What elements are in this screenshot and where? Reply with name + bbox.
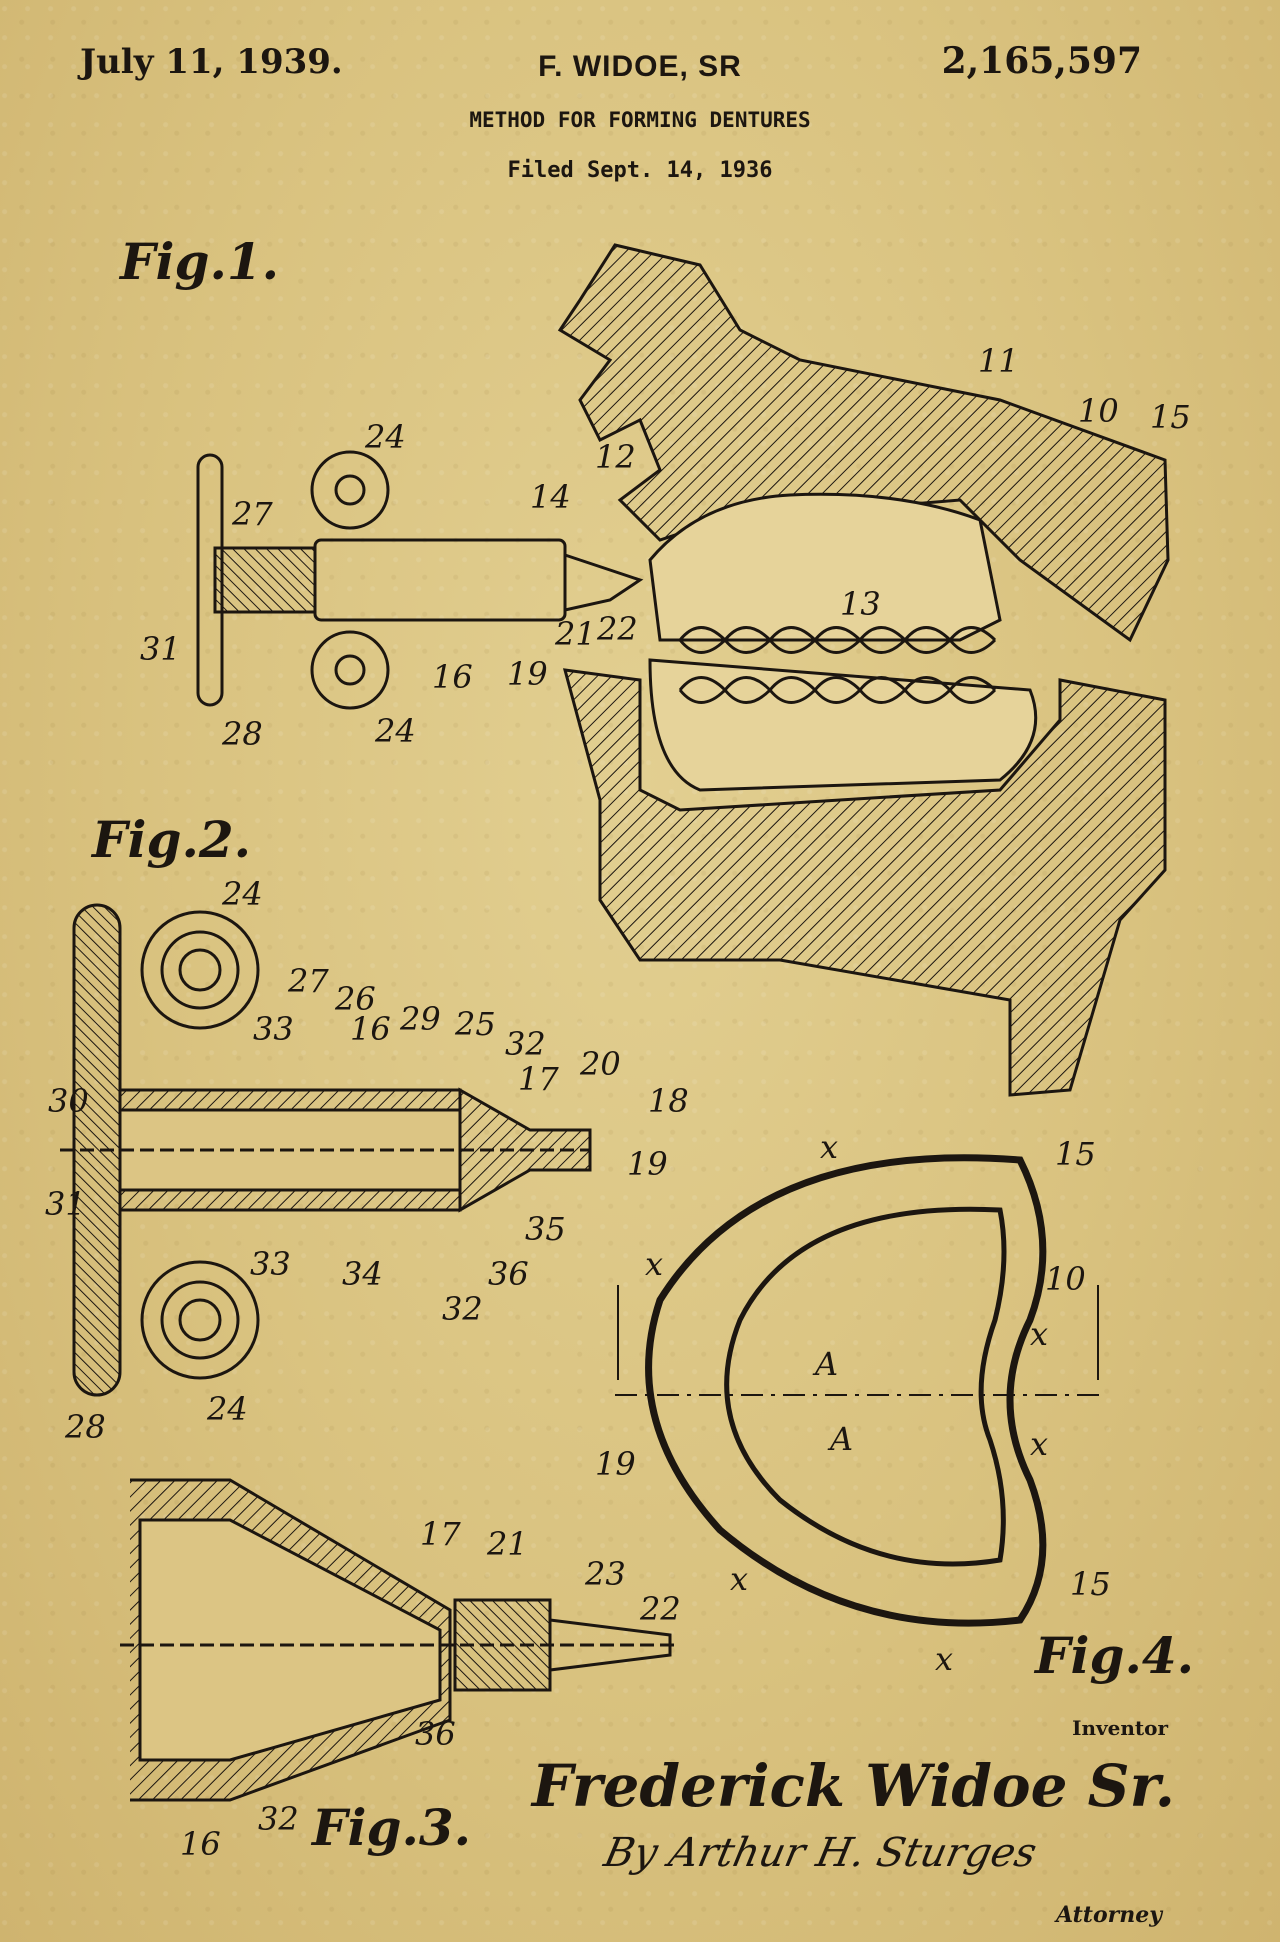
svg-text:27: 27 bbox=[231, 495, 273, 533]
svg-text:19: 19 bbox=[595, 1445, 636, 1483]
svg-text:32: 32 bbox=[258, 1800, 299, 1838]
svg-text:24: 24 bbox=[374, 712, 416, 750]
svg-text:28: 28 bbox=[64, 1408, 106, 1446]
svg-text:22: 22 bbox=[596, 610, 638, 648]
svg-text:20: 20 bbox=[579, 1045, 621, 1083]
svg-text:17: 17 bbox=[420, 1515, 461, 1553]
fig2-drawing bbox=[60, 903, 592, 1397]
syringe-handle bbox=[196, 453, 224, 707]
svg-text:A: A bbox=[827, 1420, 853, 1458]
svg-text:31: 31 bbox=[45, 1185, 86, 1223]
lower-denture bbox=[648, 658, 1038, 792]
svg-text:x: x bbox=[935, 1640, 953, 1678]
svg-text:35: 35 bbox=[525, 1210, 566, 1248]
fig2-label: Fig.2. bbox=[92, 810, 252, 869]
svg-text:15: 15 bbox=[1150, 398, 1191, 436]
syringe-barrel bbox=[313, 538, 567, 622]
inventor-label: Inventor bbox=[1072, 1716, 1168, 1740]
svg-text:24: 24 bbox=[221, 875, 263, 913]
patent-number: 2,165,597 bbox=[941, 40, 1142, 82]
svg-text:16: 16 bbox=[180, 1825, 221, 1863]
svg-text:32: 32 bbox=[505, 1025, 546, 1063]
svg-text:32: 32 bbox=[442, 1290, 483, 1328]
filed-date: Filed Sept. 14, 1936 bbox=[507, 158, 773, 183]
svg-text:24: 24 bbox=[364, 418, 406, 456]
syringe-screw bbox=[213, 546, 317, 614]
svg-text:x: x bbox=[820, 1128, 838, 1166]
svg-text:14: 14 bbox=[530, 478, 571, 516]
attorney-label: Attorney bbox=[1055, 1902, 1162, 1928]
inventor-name-header: F. WIDOE, SR bbox=[538, 50, 742, 83]
svg-text:23: 23 bbox=[584, 1555, 626, 1593]
patent-title: METHOD FOR FORMING DENTURES bbox=[469, 108, 811, 132]
svg-text:x: x bbox=[730, 1560, 748, 1598]
svg-text:A: A bbox=[812, 1345, 838, 1383]
svg-text:29: 29 bbox=[399, 1000, 441, 1038]
svg-text:36: 36 bbox=[488, 1255, 529, 1293]
svg-text:21: 21 bbox=[486, 1525, 528, 1563]
svg-text:13: 13 bbox=[840, 585, 881, 623]
attorney-signature: By Arthur H. Sturges bbox=[600, 1830, 1041, 1876]
svg-text:17: 17 bbox=[518, 1060, 559, 1098]
svg-text:10: 10 bbox=[1045, 1260, 1086, 1298]
svg-text:33: 33 bbox=[253, 1010, 294, 1048]
svg-text:16: 16 bbox=[432, 658, 473, 696]
svg-text:10: 10 bbox=[1078, 392, 1119, 430]
svg-text:x: x bbox=[1030, 1315, 1048, 1353]
svg-text:15: 15 bbox=[1055, 1135, 1096, 1173]
svg-text:11: 11 bbox=[978, 342, 1019, 380]
fig1-drawing bbox=[196, 243, 1170, 1097]
svg-text:33: 33 bbox=[250, 1245, 291, 1283]
syringe-nozzle bbox=[563, 552, 644, 612]
svg-text:19: 19 bbox=[507, 655, 548, 693]
svg-text:31: 31 bbox=[140, 630, 181, 668]
svg-text:25: 25 bbox=[454, 1005, 496, 1043]
svg-text:22: 22 bbox=[639, 1590, 681, 1628]
upper-denture bbox=[648, 492, 1002, 642]
svg-text:30: 30 bbox=[48, 1082, 89, 1120]
fig3-label: Fig.3. bbox=[312, 1798, 472, 1857]
svg-text:x: x bbox=[1030, 1425, 1048, 1463]
svg-text:21: 21 bbox=[554, 615, 596, 653]
inventor-signature-name: Frederick Widoe Sr. bbox=[531, 1752, 1175, 1820]
svg-text:34: 34 bbox=[342, 1255, 383, 1293]
patent-date: July 11, 1939. bbox=[80, 42, 343, 82]
svg-text:16: 16 bbox=[350, 1010, 391, 1048]
svg-text:27: 27 bbox=[287, 962, 329, 1000]
svg-text:15: 15 bbox=[1070, 1565, 1111, 1603]
svg-text:19: 19 bbox=[627, 1145, 668, 1183]
teeth-row bbox=[678, 626, 997, 704]
fig4-label: Fig.4. bbox=[1035, 1626, 1195, 1685]
fig1-label: Fig.1. bbox=[120, 232, 280, 291]
svg-text:12: 12 bbox=[595, 438, 636, 476]
svg-text:24: 24 bbox=[206, 1390, 248, 1428]
fig3-drawing bbox=[120, 1478, 680, 1802]
lower-jaw-section bbox=[562, 668, 1167, 1097]
svg-text:26: 26 bbox=[334, 980, 376, 1018]
svg-text:36: 36 bbox=[415, 1715, 456, 1753]
fig4-drawing bbox=[615, 1154, 1100, 1627]
svg-text:x: x bbox=[645, 1245, 663, 1283]
svg-text:18: 18 bbox=[648, 1082, 689, 1120]
svg-text:28: 28 bbox=[221, 715, 263, 753]
